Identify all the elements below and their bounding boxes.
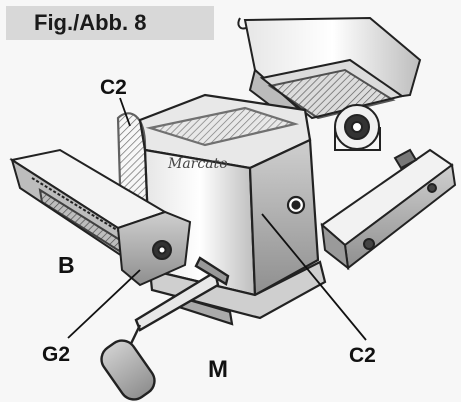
callout-b: B — [58, 252, 75, 278]
callout-lines — [67, 97, 367, 341]
figure-label: Fig./Abb. 8 — [6, 6, 214, 40]
callout-g2: G2 — [42, 343, 71, 366]
callout-c2-right: C2 — [349, 344, 376, 367]
callout-c2-top: C2 — [100, 76, 127, 99]
svg-text:Marcato: Marcato — [167, 156, 228, 172]
cutting-attachment-b — [9, 148, 192, 287]
crank-handle-m — [100, 256, 230, 401]
side-clamp-bar — [320, 148, 457, 271]
top-attachment — [237, 16, 422, 151]
machine-body: Marcato — [116, 93, 327, 326]
callout-m: M — [208, 356, 228, 383]
